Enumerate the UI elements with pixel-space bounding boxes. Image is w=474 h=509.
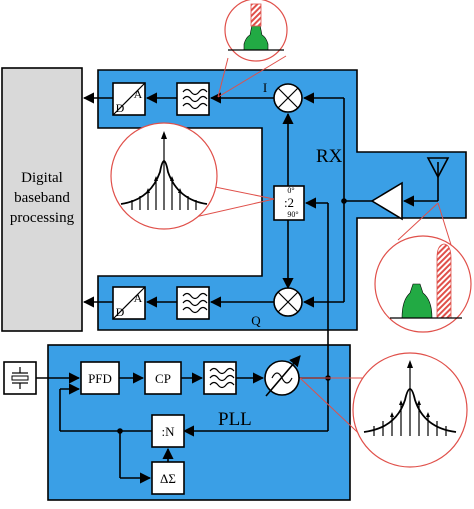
divider-n-block: :N [151, 414, 185, 448]
adc-i-d: D [116, 101, 125, 115]
cp-block: CP [144, 361, 182, 395]
digital-baseband-block: Digital baseband processing [1, 67, 83, 332]
pfd-label: PFD [88, 371, 112, 386]
sigma-delta-label: ΔΣ [160, 471, 176, 486]
mixer-i [273, 83, 303, 113]
pfd-block: PFD [80, 361, 120, 395]
vco [264, 355, 301, 397]
baseband-label-line-2: baseband [14, 190, 70, 206]
adc-q-a: A [134, 291, 143, 305]
rf-spectrum-callout [374, 202, 472, 333]
q-label: Q [251, 313, 261, 328]
i-label: I [263, 80, 267, 95]
pll-feedback-wires [59, 383, 328, 484]
adc-q-d: D [116, 305, 125, 319]
crystal-reference-icon [3, 361, 37, 395]
rx-i-path: A D I [82, 80, 303, 186]
cp-label: CP [155, 371, 171, 386]
divider-phase-90: 90° [287, 210, 298, 219]
adc-i-a: A [134, 87, 143, 101]
pll-title: PLL [218, 409, 252, 430]
lna [370, 181, 403, 221]
sigma-delta-block: ΔΣ [151, 461, 185, 495]
mixer-q [273, 287, 303, 317]
lo-spectrum-callout [110, 122, 275, 230]
divider-n-label: :N [162, 424, 176, 439]
baseband-label-line-1: Digital [21, 170, 63, 186]
baseband-label-line-3: processing [10, 210, 75, 226]
antenna-icon [426, 157, 450, 201]
divider-phase-0: 0° [287, 186, 294, 195]
filter-q [176, 286, 210, 320]
vco-spectrum-callout [299, 352, 468, 468]
loop-filter [203, 361, 237, 395]
adc-q: A D [112, 286, 146, 320]
divider-ratio: :2 [284, 195, 294, 210]
rf-signal-wires [302, 92, 372, 308]
rx-title: RX [316, 146, 343, 167]
rx-q-path: A D Q [82, 220, 303, 328]
adc-i: A D [112, 82, 146, 116]
quadrature-divider: 0° :2 90° [273, 185, 305, 221]
filter-i [176, 82, 210, 116]
if-spectrum-callout [217, 0, 288, 98]
